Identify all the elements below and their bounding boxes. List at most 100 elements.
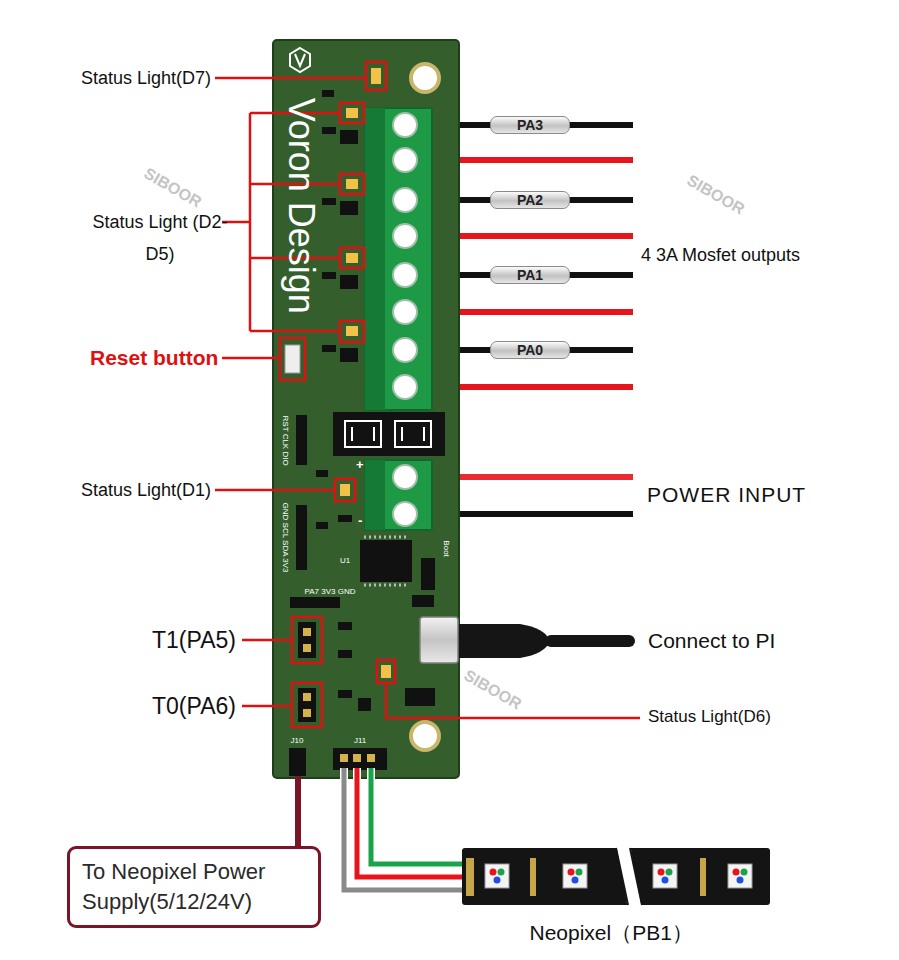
smd-part	[338, 622, 352, 630]
led-strip	[530, 858, 536, 896]
terminal-block	[365, 108, 432, 410]
callout-box	[366, 62, 386, 90]
callout-label: Status Light(D7)	[81, 68, 211, 89]
neopixel-wire	[298, 768, 466, 890]
board-brand: Voron Design	[280, 97, 321, 313]
wire-sleeve-tag: PA2	[490, 191, 570, 209]
leader-line	[222, 357, 280, 360]
power-terminal	[365, 460, 432, 530]
neopixel-wire	[371, 768, 466, 864]
led-strip	[616, 848, 628, 905]
callout-label: Status Light(D6)	[648, 707, 771, 727]
led-strip	[576, 869, 583, 876]
smd-part	[322, 272, 336, 279]
usb-label: Connect to PI	[648, 629, 775, 653]
pin-header	[303, 644, 311, 652]
pin-header	[298, 688, 316, 722]
silkscreen-text: J11	[354, 736, 366, 745]
pin-header	[289, 415, 435, 776]
led-strip	[630, 848, 642, 905]
leader-line	[242, 639, 292, 642]
pin-header	[298, 622, 316, 658]
pin-header	[296, 505, 307, 570]
silkscreen-text: GND SCL SDA 3V3	[280, 502, 289, 572]
wire-sleeve-tag: PA0	[490, 341, 570, 359]
watermark: SIBOOR	[460, 666, 524, 713]
pin-label: T1(PA5)	[152, 627, 236, 653]
wire-sleeve-tag: PA3	[490, 116, 570, 134]
leader-line	[215, 77, 366, 80]
output-label: 4 3A Mosfet outputs	[641, 245, 800, 266]
callout-box	[340, 103, 364, 123]
led-strip	[568, 869, 575, 876]
fuse-block	[423, 427, 425, 441]
status-led	[346, 253, 358, 263]
ic-chip	[364, 536, 408, 539]
leader-line	[250, 330, 340, 333]
fuse-block	[345, 421, 381, 447]
neopixel-wire	[295, 776, 301, 846]
led-strip	[666, 869, 673, 876]
wire-sleeve-tag: PA1	[490, 266, 570, 284]
leader-line	[215, 489, 335, 492]
terminal-block	[393, 113, 417, 137]
smd-part	[412, 595, 434, 607]
terminal-block	[393, 300, 417, 324]
power-terminal	[393, 502, 417, 526]
silkscreen-text: U1	[340, 556, 350, 565]
callout-box	[292, 617, 322, 663]
led-strip	[700, 858, 706, 896]
neopixel-wire	[357, 768, 466, 877]
pcb-board	[273, 40, 459, 778]
ic-chip	[360, 540, 412, 582]
pin-header	[333, 748, 387, 770]
terminal-block	[393, 148, 417, 172]
callout-box	[280, 338, 305, 380]
fuse-block	[373, 427, 375, 441]
box-text: To Neopixel Power Supply(5/12/24V)	[82, 857, 306, 917]
pin-name: PA3	[517, 117, 543, 133]
callout-box	[292, 683, 322, 727]
ic-chip	[364, 584, 408, 587]
neopixel-wire	[344, 768, 466, 890]
smd-part	[338, 650, 352, 658]
status-led	[340, 484, 350, 496]
pcb-board	[295, 54, 305, 66]
power-label: POWER INPUT	[647, 483, 806, 507]
pcb-board	[290, 48, 310, 72]
pin-header	[367, 754, 375, 762]
status-led	[381, 665, 391, 678]
fuse-block	[401, 427, 403, 441]
pin-header	[303, 709, 311, 717]
fuse-block	[333, 412, 445, 456]
callout-box	[335, 479, 355, 501]
power-terminal	[393, 465, 417, 489]
silkscreen-text: J10	[291, 736, 304, 745]
smd-part	[340, 275, 358, 289]
led-strip	[737, 877, 744, 884]
pin-header	[303, 628, 311, 636]
power-terminal	[365, 460, 385, 530]
leader-line	[249, 113, 252, 331]
terminal-block	[365, 108, 432, 410]
watermark: SIBOOR	[140, 164, 204, 211]
smd-part	[322, 90, 334, 97]
led-strip	[733, 869, 740, 876]
smd-part	[322, 198, 336, 205]
pcb-board	[411, 64, 439, 92]
neopixel-wire	[344, 768, 466, 890]
callout-box	[340, 321, 364, 342]
led-strip	[466, 858, 474, 896]
pin-header	[303, 693, 311, 701]
terminal-block	[393, 224, 417, 248]
neopixel-wire	[371, 768, 466, 864]
led-strip	[563, 864, 587, 888]
fuse-block	[351, 427, 353, 441]
terminal-block	[365, 108, 385, 410]
led-strip	[653, 864, 677, 888]
usb-cable	[545, 635, 635, 647]
power-supply-box: To Neopixel Power Supply(5/12/24V)	[67, 846, 321, 928]
pin-name: PA0	[517, 342, 543, 358]
smd-part	[316, 522, 328, 529]
